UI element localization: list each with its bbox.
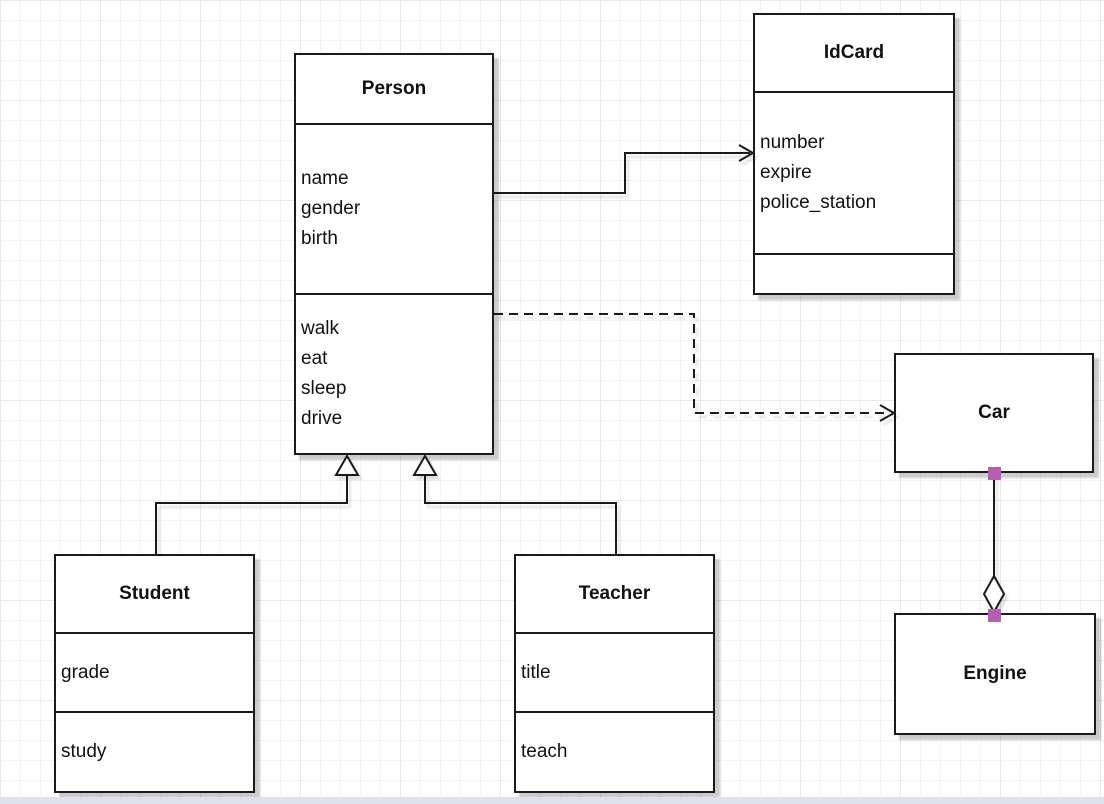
attribute: police_station [760,192,877,213]
method: teach [521,741,568,762]
edge-car-engine-aggregation[interactable] [982,473,1006,615]
attribute: gender [301,198,361,219]
canvas-bottom-edge [0,797,1104,804]
class-teacher[interactable]: Teacher title teach [514,554,715,793]
edge-person-car-dependency[interactable] [494,313,897,422]
method: walk [301,318,340,339]
class-idcard[interactable]: IdCard number expire police_station [753,13,955,295]
attributes-section: name gender birth [296,125,492,295]
class-person[interactable]: Person name gender birth walk eat sleep … [294,53,494,455]
method: drive [301,408,343,429]
attributes-section: title [516,634,713,713]
class-title: Car [978,402,1010,423]
hollow-triangle-icon [334,454,360,476]
attribute: number [760,132,825,153]
class-title: Engine [963,663,1027,684]
edge-student-person-generalization[interactable] [155,454,360,554]
hollow-diamond-icon [982,573,1006,615]
method: sleep [301,378,347,399]
method: eat [301,348,328,369]
methods-section: walk eat sleep drive [296,295,492,453]
class-title: Teacher [516,556,713,634]
open-arrowhead-icon [738,144,756,162]
methods-section-empty [755,255,953,293]
class-title: Person [296,55,492,125]
edge-person-idcard-association[interactable] [494,144,756,194]
open-arrowhead-icon [879,404,897,422]
methods-section: teach [516,713,713,791]
class-student[interactable]: Student grade study [54,554,255,793]
methods-section: study [56,713,253,791]
attributes-section: number expire police_station [755,93,953,255]
attribute: title [521,661,551,683]
attributes-section: grade [56,634,253,713]
attribute: birth [301,228,338,249]
edge-teacher-person-generalization[interactable] [412,454,617,554]
attribute: name [301,168,349,189]
attribute: grade [61,661,110,683]
attribute: expire [760,162,812,183]
method: study [61,741,107,762]
hollow-triangle-icon [412,454,438,476]
class-title: IdCard [755,15,953,93]
class-title: Student [56,556,253,634]
class-engine[interactable]: Engine [894,613,1096,735]
class-car[interactable]: Car [894,353,1094,473]
